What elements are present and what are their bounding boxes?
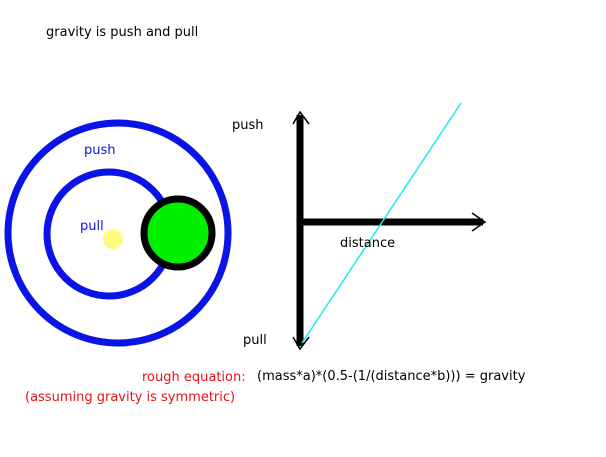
gravity-curve — [301, 102, 462, 344]
vertical-axis-top-arrow — [292, 110, 310, 125]
pull-ring-label: pull — [80, 219, 104, 234]
vertical-axis-bottom-arrow — [292, 336, 310, 351]
diagram-title: gravity is push and pull — [46, 25, 198, 40]
push-ring — [4, 119, 232, 347]
equation-note: (assuming gravity is symmetric) — [25, 390, 235, 405]
horizontal-axis-arrow — [471, 212, 487, 232]
axis-distance-label: distance — [340, 236, 395, 251]
equation-formula: (mass*a)*(0.5-(1/(distance*b))) = gravit… — [257, 369, 526, 384]
planet — [140, 195, 216, 271]
axis-push-label: push — [232, 118, 264, 133]
axis-pull-label: pull — [243, 333, 267, 348]
equation-label: rough equation: — [142, 370, 246, 385]
sun-dot — [103, 229, 123, 249]
push-ring-label: push — [84, 143, 116, 158]
